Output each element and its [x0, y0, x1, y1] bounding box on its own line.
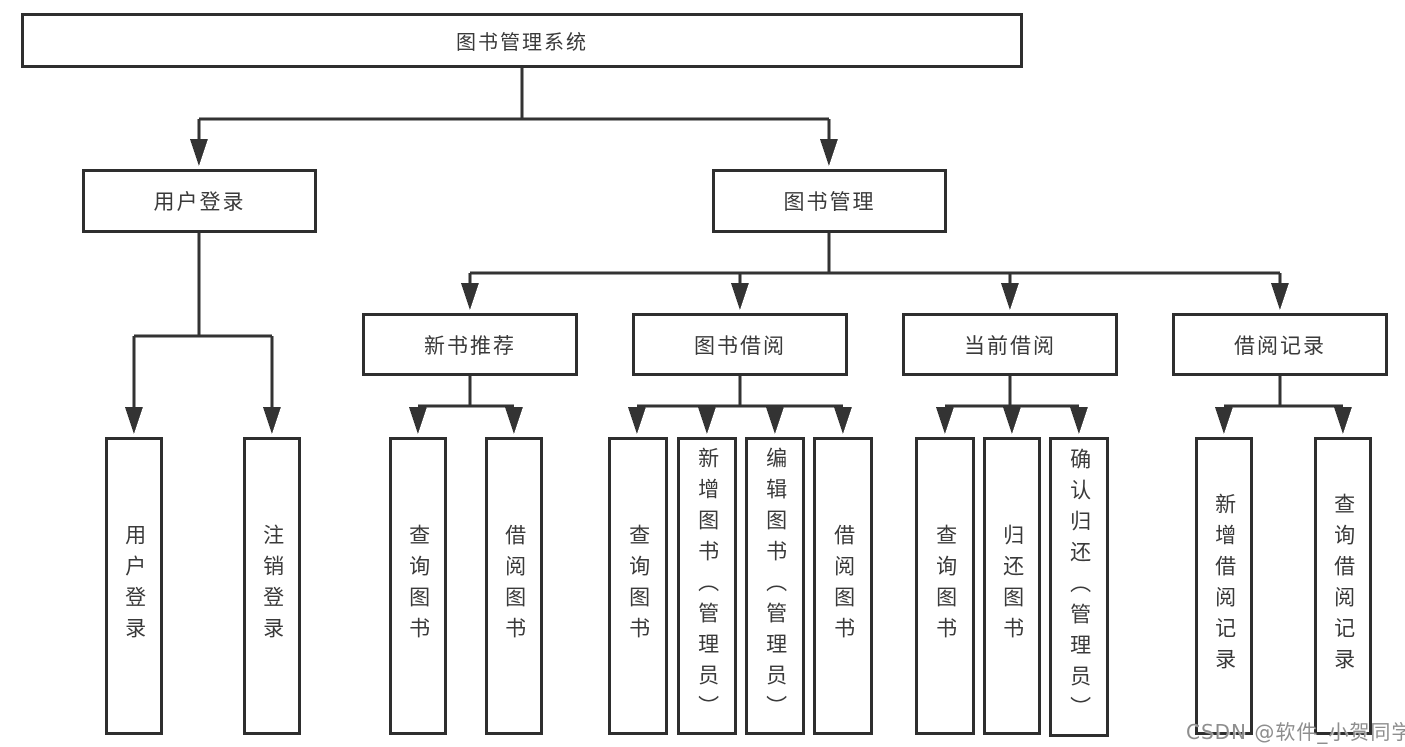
node-new-book-recommend: 新书推荐 — [362, 313, 578, 376]
leaf-logout-login: 注销登录 — [243, 437, 301, 735]
leaf-label: 查询图书 — [626, 524, 651, 648]
leaf-label: 归还图书 — [1000, 524, 1025, 648]
node-current-borrow: 当前借阅 — [902, 313, 1118, 376]
node-label: 借阅记录 — [1234, 333, 1326, 358]
leaf-query-books-1: 查询图书 — [389, 437, 447, 735]
leaf-label: 查询图书 — [406, 524, 431, 648]
node-system-root: 图书管理系统 — [21, 13, 1023, 68]
node-label: 图书管理 — [783, 190, 876, 214]
leaf-borrow-books-2: 借阅图书 — [813, 437, 873, 735]
node-borrow-records: 借阅记录 — [1172, 313, 1388, 376]
node-book-management: 图书管理 — [712, 169, 947, 233]
leaf-label: 查询借阅记录 — [1331, 493, 1356, 679]
leaf-label: 用户登录 — [122, 524, 147, 648]
leaf-label: 查询图书 — [933, 524, 958, 648]
leaf-label: 借阅图书 — [502, 524, 527, 648]
leaf-edit-book-admin: 编辑图书（管理员） — [745, 437, 805, 735]
leaf-label: 借阅图书 — [831, 524, 856, 648]
leaf-confirm-return-admin: 确认归还（管理员） — [1049, 437, 1109, 737]
leaf-label: 新增图书（管理员） — [695, 446, 720, 726]
node-book-borrow: 图书借阅 — [632, 313, 848, 376]
leaf-query-borrow-record: 查询借阅记录 — [1314, 437, 1372, 735]
leaf-add-borrow-record: 新增借阅记录 — [1195, 437, 1253, 735]
node-label: 图书借阅 — [694, 333, 786, 358]
node-label: 图书管理系统 — [456, 30, 588, 54]
leaf-return-books: 归还图书 — [983, 437, 1041, 735]
leaf-label: 注销登录 — [260, 524, 285, 648]
leaf-user-login: 用户登录 — [105, 437, 163, 735]
leaf-borrow-books-1: 借阅图书 — [485, 437, 543, 735]
leaf-label: 新增借阅记录 — [1212, 493, 1237, 679]
leaf-label: 确认归还（管理员） — [1067, 447, 1092, 727]
leaf-query-books-3: 查询图书 — [915, 437, 975, 735]
leaf-label: 编辑图书（管理员） — [763, 446, 788, 726]
leaf-query-books-2: 查询图书 — [608, 437, 668, 735]
node-label: 用户登录 — [153, 190, 246, 214]
watermark: CSDN @软件_小贺同学 — [1186, 720, 1405, 744]
node-user-login: 用户登录 — [82, 169, 317, 233]
node-label: 新书推荐 — [424, 333, 516, 358]
node-label: 当前借阅 — [964, 333, 1056, 358]
leaf-add-book-admin: 新增图书（管理员） — [677, 437, 737, 735]
